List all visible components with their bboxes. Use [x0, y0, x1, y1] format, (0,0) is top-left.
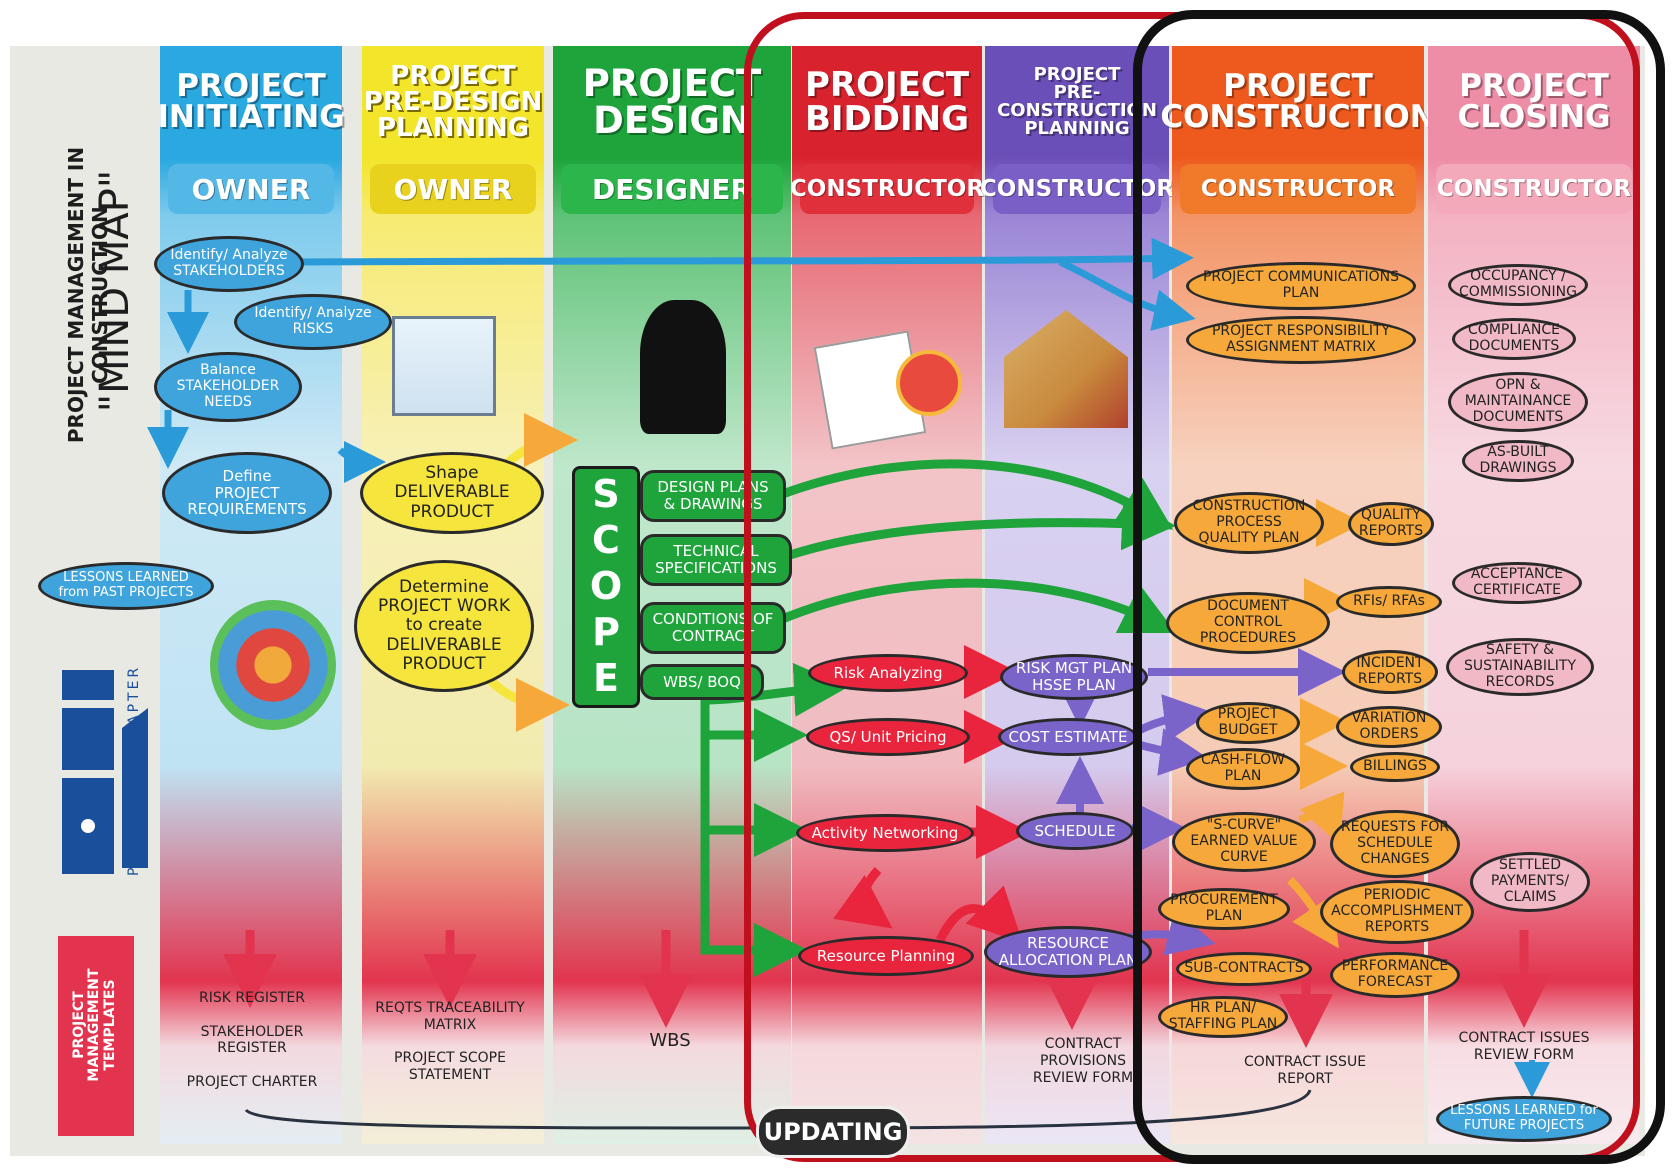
puzzle-hands-icon [210, 600, 336, 730]
node-conditions-of-contract: CONDITIONS OF CONTRACT [640, 602, 786, 654]
phase-title: PROJECT BIDDING [804, 65, 970, 139]
node-safety-sustainability-records: SAFETY & SUSTAINABILITY RECORDS [1446, 638, 1594, 696]
node-cash-flow-plan: CASH-FLOW PLAN [1186, 748, 1300, 790]
node-settled-payments-claims: SETTLED PAYMENTS/ CLAIMS [1470, 852, 1590, 912]
designer-silhouette-icon [640, 300, 726, 434]
node-project-budget: PROJECT BUDGET [1196, 702, 1300, 744]
node-as-built-drawings: AS-BUILT DRAWINGS [1462, 440, 1574, 482]
node-identify-risks: Identify/ Analyze RISKS [234, 294, 392, 350]
node-hr-staffing-plan: HR PLAN/ STAFFING PLAN [1158, 996, 1288, 1038]
node-resource-planning: Resource Planning [798, 936, 974, 976]
node-quality-reports: QUALITY REPORTS [1348, 502, 1434, 546]
templates-design: WBS [649, 1030, 691, 1051]
node-shape-deliverable-product: Shape DELIVERABLE PRODUCT [360, 452, 544, 534]
node-document-control-procedures: DOCUMENT CONTROL PROCEDURES [1166, 592, 1330, 654]
node-procurement-plan: PROCUREMENT PLAN [1158, 888, 1290, 930]
node-rfis-rfas: RFIs/ RFAs [1336, 586, 1442, 618]
phase-title: PROJECT CLOSING [1457, 68, 1611, 135]
node-determine-project-work: Determine PROJECT WORK to create DELIVER… [354, 560, 534, 692]
role-badge-constructor: CONSTRUCTOR [790, 164, 984, 214]
phase-title: PROJECT DESIGN [582, 62, 762, 142]
role-badge-owner: OWNER [168, 164, 334, 214]
templates-initiating: RISK REGISTER STAKEHOLDER REGISTER PROJE… [186, 990, 318, 1090]
scope-block: SCOPE [572, 466, 640, 708]
node-incident-reports: INCIDENT REPORTS [1342, 650, 1438, 694]
node-schedule: SCHEDULE [1016, 812, 1134, 850]
templates-band [58, 936, 134, 1136]
node-responsibility-assignment-matrix: PROJECT RESPONSIBILITY ASSIGNMENT MATRIX [1186, 316, 1416, 364]
node-compliance-documents: COMPLIANCE DOCUMENTS [1452, 318, 1576, 360]
node-qs-unit-pricing: QS/ Unit Pricing [806, 718, 970, 756]
node-schedule-change-requests: REQUESTS FOR SCHEDULE CHANGES [1330, 810, 1460, 878]
scope-label: SCOPE [584, 472, 628, 702]
pmi-logo-icon [62, 670, 148, 874]
node-sub-contracts: SUB-CONTRACTS [1176, 952, 1312, 986]
node-risk-analyzing: Risk Analyzing [808, 654, 968, 692]
node-billings: BILLINGS [1350, 752, 1440, 782]
role-badge-constructor: CONSTRUCTOR [1180, 164, 1416, 214]
node-periodic-accomplishment-reports: PERIODIC ACCOMPLISHMENT REPORTS [1320, 880, 1474, 944]
node-lessons-learned-past: LESSONS LEARNED from PAST PROJECTS [38, 562, 214, 610]
node-acceptance-certificate: ACCEPTANCE CERTIFICATE [1452, 562, 1582, 604]
highlight-frame-black [1133, 10, 1665, 1164]
node-identify-stakeholders: Identify/ Analyze STAKEHOLDERS [154, 236, 304, 292]
node-define-project-requirements: Define PROJECT REQUIREMENTS [162, 452, 332, 534]
templates-closing-review: CONTRACT ISSUES REVIEW FORM [1458, 1030, 1590, 1063]
phase-title: PROJECT CONSTRUCTION [1160, 68, 1436, 135]
templates-predesign: REQTS TRACEABILITY MATRIX PROJECT SCOPE … [375, 1000, 525, 1084]
updating-badge: UPDATING [756, 1106, 910, 1158]
phase-title: PROJECT INITIATING [157, 68, 345, 135]
node-wbs-boq: WBS/ BOQ [640, 664, 764, 700]
phase-title: PROJECT PRE-DESIGN PLANNING [363, 61, 543, 143]
node-cost-estimate: COST ESTIMATE [998, 718, 1138, 756]
role-badge-constructor: CONSTRUCTOR [1436, 164, 1632, 214]
templates-construction: CONTRACT ISSUE REPORT [1243, 1054, 1367, 1087]
office-building-icon [392, 316, 496, 416]
phase-title: PROJECT PRE-CONSTRUCTION PLANNING [997, 64, 1157, 139]
node-variation-orders: VARIATION ORDERS [1336, 706, 1442, 748]
role-badge-owner: OWNER [370, 164, 536, 214]
node-activity-networking: Activity Networking [796, 814, 974, 852]
templates-preconstruction: CONTRACT PROVISIONS REVIEW FORM [1032, 1036, 1134, 1086]
node-s-curve: "S-CURVE" EARNED VALUE CURVE [1172, 812, 1316, 872]
node-opn-maintenance-documents: OPN & MAINTAINANCE DOCUMENTS [1448, 372, 1588, 432]
node-occupancy-commissioning: OCCUPANCY / COMMISSIONING [1448, 264, 1588, 306]
node-construction-quality-plan: CONSTRUCTION PROCESS QUALITY PLAN [1174, 492, 1324, 554]
node-resource-allocation-plan: RESOURCE ALLOCATION PLAN [984, 926, 1152, 978]
node-project-communications-plan: PROJECT COMMUNICATIONS PLAN [1186, 262, 1416, 310]
node-risk-mgt-hsse-plan: RISK MGT PLAN HSSE PLAN [1000, 654, 1148, 700]
node-balance-stakeholder-needs: Balance STAKEHOLDER NEEDS [154, 352, 302, 422]
thumbs-up-badge-icon [896, 350, 962, 416]
node-design-plans-drawings: DESIGN PLANS & DRAWINGS [640, 470, 786, 522]
node-performance-forecast: PERFORMANCE FORECAST [1330, 952, 1460, 998]
column-initiating: PROJECT INITIATING OWNER [157, 46, 345, 1144]
